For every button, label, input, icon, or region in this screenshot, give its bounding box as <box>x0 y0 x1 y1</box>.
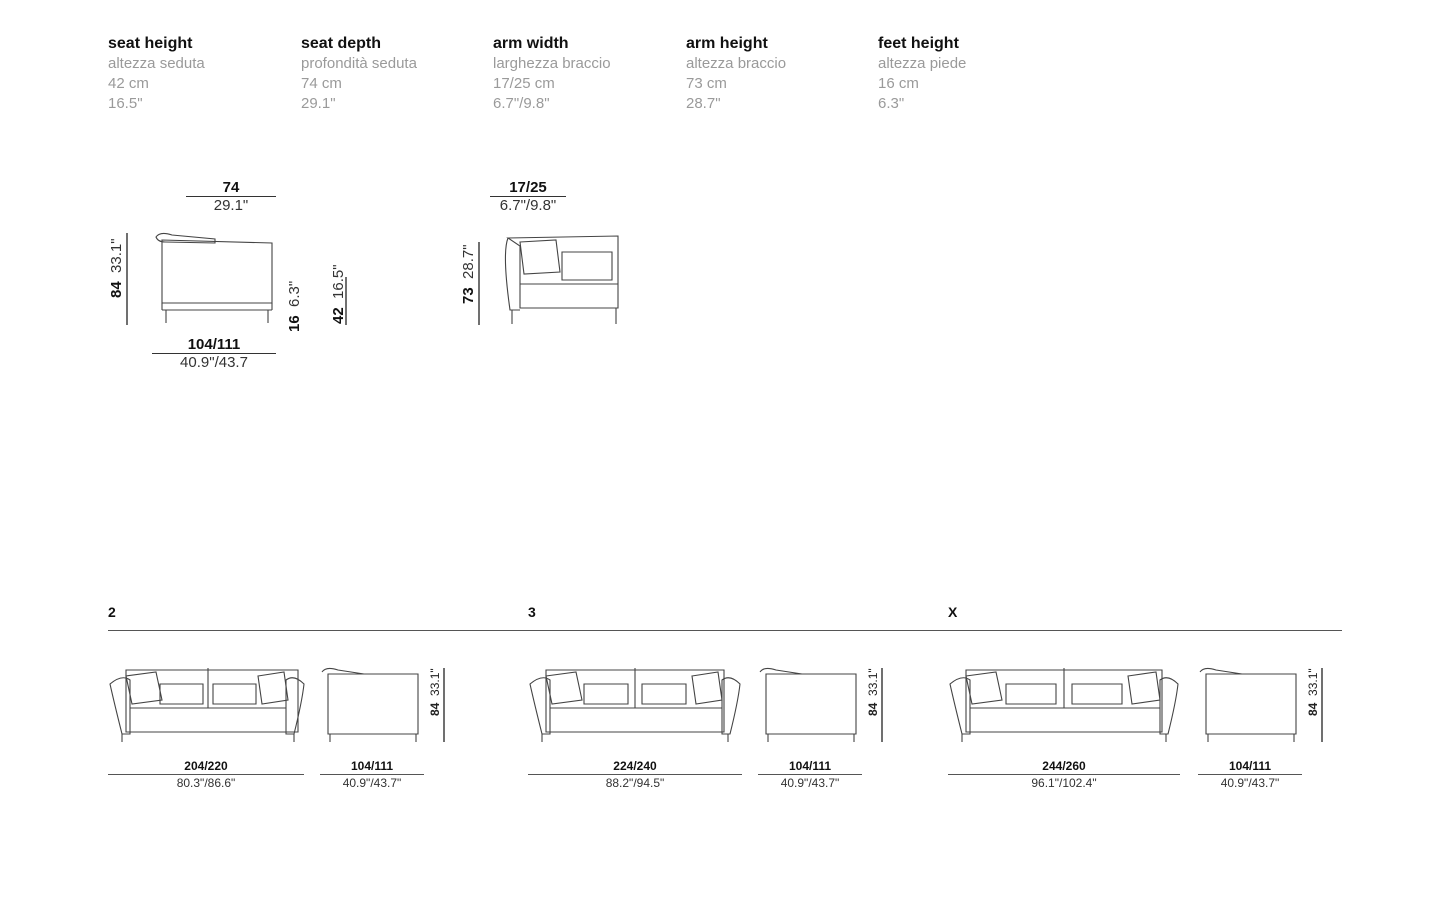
spec-subtitle: larghezza braccio <box>493 55 611 72</box>
feet-seat-lines <box>300 275 360 327</box>
dim-cm: 84 <box>1306 702 1320 716</box>
spec-inch: 29.1" <box>301 95 336 112</box>
dim-inch: 40.9"/43.7" <box>1198 774 1302 791</box>
spec-subtitle: altezza piede <box>878 55 967 72</box>
arm-view-drawing <box>472 228 622 328</box>
dim-cm: 204/220 <box>184 759 228 773</box>
arm-height-dimension: 73 28.7" <box>460 244 478 304</box>
dim-cm: 104/111 <box>788 759 832 773</box>
dim-cm: 84 <box>108 281 125 298</box>
dim-inch: 29.1" <box>186 196 276 214</box>
dim-inch: 6.7"/9.8" <box>490 196 566 214</box>
side-height-dimension: 84 33.1" <box>108 238 126 298</box>
spec-cm: 16 cm <box>878 75 919 92</box>
dim-cm: 104/111 <box>350 759 394 773</box>
section-width-x: 244/260 96.1"/102.4" <box>948 758 1180 791</box>
section-divider <box>108 630 1342 631</box>
side-depth-dimension: 104/111 40.9"/43.7 <box>152 336 276 371</box>
dim-inch: 96.1"/102.4" <box>948 774 1180 791</box>
spec-inch: 28.7" <box>686 95 721 112</box>
side-view-drawing <box>120 225 290 330</box>
spec-seat-depth: seat depth profondità seduta 74 cm 29.1" <box>301 34 481 114</box>
spec-inch: 6.3" <box>878 95 905 112</box>
section-width-2: 204/220 80.3"/86.6" <box>108 758 304 791</box>
spec-arm-height: arm height altezza braccio 73 cm 28.7" <box>686 34 866 114</box>
spec-feet-height: feet height altezza piede 16 cm 6.3" <box>878 34 1058 114</box>
section-depth-x: 104/111 40.9"/43.7" <box>1198 758 1302 791</box>
spec-title: seat height <box>108 35 193 52</box>
spec-cm: 17/25 cm <box>493 75 555 92</box>
dim-cm: 84 <box>866 702 880 716</box>
arm-top-dimension: 17/25 6.7"/9.8" <box>490 179 566 214</box>
spec-subtitle: altezza seduta <box>108 55 205 72</box>
sofa-front-x <box>948 662 1180 744</box>
dim-inch: 33.1" <box>1306 668 1320 696</box>
dim-inch: 33.1" <box>428 668 442 696</box>
section-height-3: 84 33.1" <box>866 668 880 716</box>
dim-cm: 104/111 <box>152 336 276 354</box>
section-height-x: 84 33.1" <box>1306 668 1320 716</box>
section-height-2: 84 33.1" <box>428 668 442 716</box>
sofa-side-x <box>1196 662 1336 744</box>
dim-cm: 224/240 <box>613 759 657 773</box>
section-depth-3: 104/111 40.9"/43.7" <box>758 758 862 791</box>
dim-cm: 73 <box>460 287 477 304</box>
dim-inch: 33.1" <box>108 238 125 273</box>
spec-inch: 6.7"/9.8" <box>493 95 550 112</box>
dim-inch: 80.3"/86.6" <box>108 774 304 791</box>
dim-inch: 40.9"/43.7" <box>758 774 862 791</box>
side-top-dimension: 74 29.1" <box>186 179 276 214</box>
dim-inch: 88.2"/94.5" <box>528 774 742 791</box>
spec-arm-width: arm width larghezza braccio 17/25 cm 6.7… <box>493 34 673 114</box>
spec-seat-height: seat height altezza seduta 42 cm 16.5" <box>108 34 288 114</box>
spec-title: seat depth <box>301 35 382 52</box>
sofa-front-2 <box>108 662 308 744</box>
dim-cm: 74 <box>222 179 240 196</box>
dim-inch: 33.1" <box>866 668 880 696</box>
dim-cm: 17/25 <box>509 179 547 196</box>
dim-cm: 104/111 <box>1228 759 1272 773</box>
sofa-front-3 <box>528 662 742 744</box>
spec-cm: 42 cm <box>108 75 149 92</box>
dim-cm: 244/260 <box>1042 759 1086 773</box>
section-label-2: 2 <box>108 604 116 620</box>
section-width-3: 224/240 88.2"/94.5" <box>528 758 742 791</box>
spec-title: arm width <box>493 35 569 52</box>
dim-inch: 40.9"/43.7 <box>180 354 248 371</box>
section-label-x: X <box>948 604 958 620</box>
spec-title: feet height <box>878 35 959 52</box>
spec-title: arm height <box>686 35 768 52</box>
spec-cm: 74 cm <box>301 75 342 92</box>
dim-inch: 28.7" <box>460 244 477 279</box>
section-depth-2: 104/111 40.9"/43.7" <box>320 758 424 791</box>
dim-cm: 84 <box>428 702 442 716</box>
spec-cm: 73 cm <box>686 75 727 92</box>
spec-subtitle: profondità seduta <box>301 55 417 72</box>
sofa-side-3 <box>756 662 896 744</box>
section-label-3: 3 <box>528 604 536 620</box>
spec-subtitle: altezza braccio <box>686 55 787 72</box>
sofa-side-2 <box>318 662 458 744</box>
spec-inch: 16.5" <box>108 95 143 112</box>
dim-inch: 40.9"/43.7" <box>320 774 424 791</box>
